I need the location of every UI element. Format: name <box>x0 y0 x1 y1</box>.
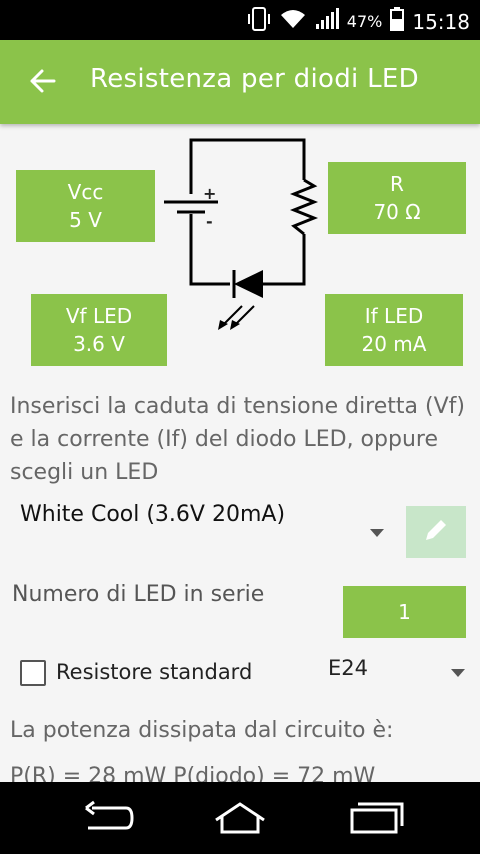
standard-resistor-label[interactable]: Resistore standard <box>56 660 253 684</box>
vf-led-value: 3.6 V <box>73 332 125 356</box>
pencil-icon <box>421 515 451 549</box>
series-count-label: Numero di LED in serie <box>12 582 265 607</box>
circuit-diagram <box>164 138 319 330</box>
signal-icon <box>315 8 339 35</box>
page-title: Resistenza per diodi LED <box>90 64 419 94</box>
vcc-label: Vcc <box>67 180 104 204</box>
recents-nav-icon[interactable] <box>346 800 406 836</box>
wifi-icon <box>279 8 307 35</box>
back-nav-icon[interactable] <box>78 800 138 836</box>
status-icons: 47% 15:18 <box>247 6 470 37</box>
power-values: P(R) = 28 mW P(diodo) = 72 mW <box>10 764 376 782</box>
battery-plus-sign: + <box>203 184 217 203</box>
resistance-value: 70 Ω <box>373 200 421 224</box>
led-triangle <box>234 270 263 298</box>
battery-icon <box>390 7 405 36</box>
power-heading: La potenza dissipata dal circuito è: <box>10 718 394 743</box>
main-content: + - Vcc 5 V R 70 Ω Vf LED 3.6 V If LED 2… <box>0 124 480 782</box>
vcc-value: 5 V <box>69 208 102 232</box>
if-led-value: 20 mA <box>361 332 427 356</box>
status-bar: 47% 15:18 <box>0 0 480 40</box>
vf-led-label: Vf LED <box>65 304 133 328</box>
led-select-dropdown-icon[interactable] <box>370 529 384 537</box>
battery-percent: 47% <box>346 12 383 31</box>
resistance-label: R <box>390 172 404 196</box>
navigation-bar <box>0 782 480 854</box>
if-led-label: If LED <box>364 304 424 328</box>
clock: 15:18 <box>412 9 470 34</box>
vcc-input[interactable]: Vcc 5 V <box>16 170 155 242</box>
if-led-input[interactable]: If LED 20 mA <box>325 294 463 366</box>
resistor-series-dropdown-icon[interactable] <box>451 669 465 677</box>
instructions-text: Inserisci la caduta di tensione diretta … <box>10 394 465 485</box>
led-select[interactable]: White Cool (3.6V 20mA) <box>20 502 286 527</box>
phone-vibrate-icon <box>247 6 271 37</box>
resistance-output[interactable]: R 70 Ω <box>328 162 466 234</box>
resistor-series-select[interactable]: E24 <box>328 656 368 680</box>
arrow-back-icon[interactable] <box>28 66 58 96</box>
home-nav-icon[interactable] <box>210 800 270 836</box>
vf-led-input[interactable]: Vf LED 3.6 V <box>31 294 167 366</box>
battery-minus-sign: - <box>206 212 213 231</box>
app-bar: Resistenza per diodi LED <box>0 40 480 124</box>
standard-resistor-checkbox[interactable] <box>20 660 46 686</box>
series-count-input[interactable]: 1 <box>343 586 466 638</box>
edit-led-button[interactable] <box>406 506 466 558</box>
resistor-symbol <box>289 178 319 236</box>
